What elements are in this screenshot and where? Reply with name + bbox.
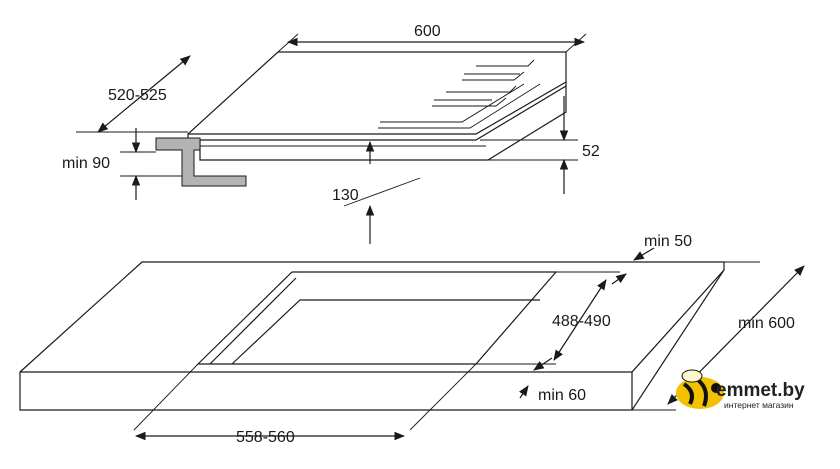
dim-min-90: min 90 — [62, 128, 182, 200]
min-depth-label: min 90 — [62, 155, 110, 172]
dim-min-50: min 50 — [556, 233, 760, 285]
cutout-width-label: 558-560 — [236, 429, 295, 446]
dim-min-60: min 60 — [519, 357, 586, 404]
depth-label: 520-525 — [108, 87, 167, 104]
bee-icon — [676, 369, 724, 409]
dim-488-490: 488-490 — [476, 279, 611, 365]
counter-depth-label: min 600 — [738, 315, 795, 332]
hob-outline — [187, 51, 567, 161]
dim-130: 130 — [332, 140, 421, 244]
height-label: 52 — [582, 143, 600, 160]
mounting-bracket — [155, 137, 247, 187]
burner-grates — [378, 59, 541, 129]
dim-600: 600 — [277, 23, 587, 53]
side-margin-label: min 60 — [538, 387, 586, 404]
logo-brand: emmet.by — [716, 380, 805, 401]
cutout-depth-label: 488-490 — [552, 313, 611, 330]
emmet-logo: emmet.by интернет магазин — [676, 369, 805, 410]
cutout-opening — [196, 271, 558, 365]
dim-52: 52 — [480, 96, 600, 194]
dim-520-525: 520-525 — [76, 55, 191, 133]
clearance-label: 130 — [332, 187, 359, 204]
edge-front-label: min 50 — [644, 233, 692, 250]
worktop-outline — [19, 261, 725, 411]
logo-tagline: интернет магазин — [724, 400, 794, 410]
dim-558-560: 558-560 — [133, 363, 477, 446]
width-label: 600 — [414, 23, 441, 40]
